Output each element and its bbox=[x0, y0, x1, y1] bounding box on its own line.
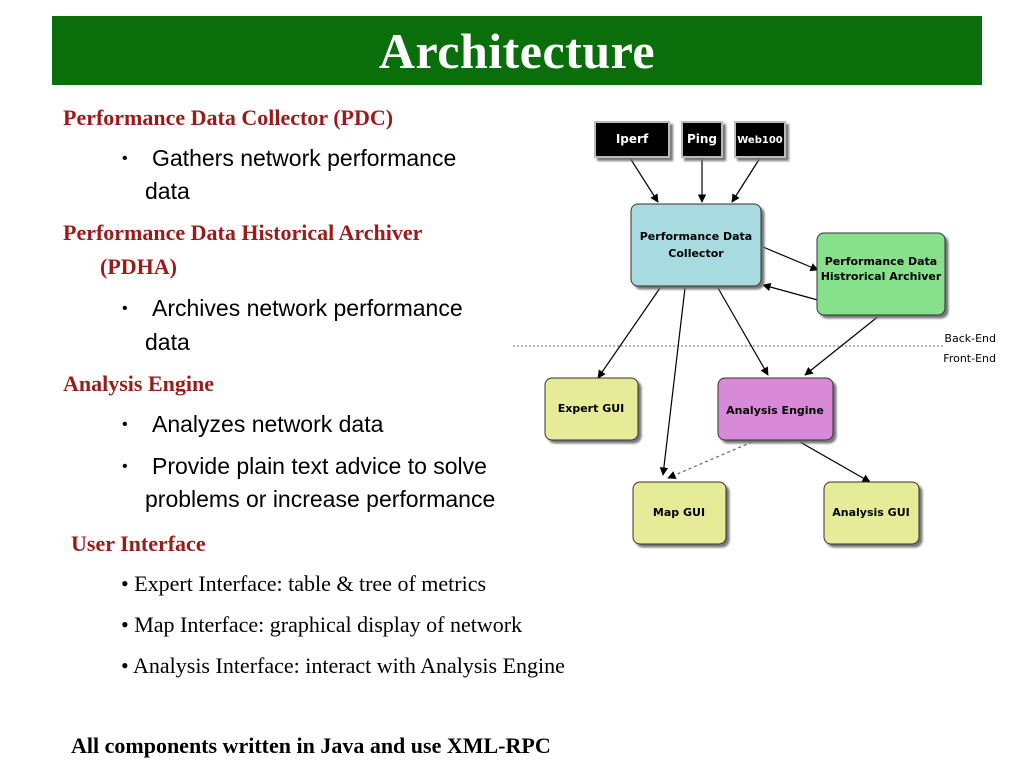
node-analysis-gui: Analysis GUI bbox=[823, 481, 920, 545]
analysis-bullet-2: • Provide plain text advice to solve bbox=[122, 450, 487, 483]
node-iperf: Iperf bbox=[594, 121, 670, 158]
pdc-heading: Performance Data Collector (PDC) bbox=[63, 105, 394, 130]
arrow-engine-to-analysis-gui bbox=[799, 441, 871, 483]
bullet-dot: • bbox=[122, 300, 128, 317]
architecture-diagram: Back-End Front-End Iperf Ping Web100 Per… bbox=[513, 121, 996, 545]
node-analysis-engine: Analysis Engine bbox=[717, 377, 834, 441]
arrow-pdha-to-pdc bbox=[762, 282, 826, 303]
arrow-pdc-to-expert-gui bbox=[597, 287, 661, 379]
ui-item-map: • Map Interface: graphical display of ne… bbox=[121, 612, 523, 637]
analysis-bullet-1: • Analyzes network data bbox=[122, 408, 384, 441]
pdha-bullet: • Archives network performance bbox=[122, 292, 463, 325]
pdha-heading-line1: Performance Data Historical Archiver bbox=[63, 220, 423, 245]
arrow-web100-to-pdc bbox=[731, 157, 761, 203]
pdc-node-line1: Performance Data bbox=[640, 230, 752, 243]
node-web100: Web100 bbox=[734, 121, 786, 158]
diagram-arrows bbox=[597, 157, 881, 483]
arrow-iperf-to-pdc bbox=[629, 157, 659, 203]
back-end-label: Back-End bbox=[944, 332, 996, 345]
node-map-gui: Map GUI bbox=[632, 481, 727, 545]
pdha-node-line2: Histrorical Archiver bbox=[821, 270, 942, 283]
ui-item-expert: • Expert Interface: table & tree of metr… bbox=[121, 571, 487, 596]
expert-gui-label: Expert GUI bbox=[558, 402, 625, 415]
bullet-dot: • bbox=[122, 416, 128, 433]
map-gui-label: Map GUI bbox=[653, 506, 705, 519]
node-ping: Ping bbox=[681, 121, 723, 158]
pdha-bullet-line1: Archives network performance bbox=[152, 295, 463, 321]
ui-item-analysis: • Analysis Interface: interact with Anal… bbox=[121, 653, 565, 678]
pdc-bullet-continuation: data bbox=[145, 178, 190, 204]
arrow-pdc-to-analysis-engine bbox=[717, 287, 769, 376]
pdc-bullet: • Gathers network performance bbox=[122, 142, 457, 175]
iperf-label: Iperf bbox=[616, 132, 649, 146]
pdha-heading-line2: (PDHA) bbox=[100, 254, 177, 279]
analysis-bullet-2-text: Provide plain text advice to solve bbox=[152, 453, 487, 479]
node-historical-archiver: Performance Data Histrorical Archiver bbox=[816, 232, 946, 316]
pdha-bullet-continuation: data bbox=[145, 329, 190, 355]
analysis-engine-label: Analysis Engine bbox=[726, 404, 824, 417]
analysis-engine-heading: Analysis Engine bbox=[63, 371, 214, 396]
arrow-pdc-to-map-gui bbox=[659, 287, 686, 476]
arrow-pdha-to-analysis-engine bbox=[804, 314, 881, 376]
pdha-node-line1: Performance Data bbox=[825, 255, 937, 268]
arrow-pdc-to-pdha bbox=[762, 246, 819, 271]
arrow-engine-to-map-gui-dashed bbox=[667, 441, 753, 479]
title-bar: Architecture bbox=[52, 16, 982, 85]
bullet-dot: • bbox=[122, 458, 128, 475]
ping-label: Ping bbox=[687, 132, 717, 146]
pdc-node-line2: Collector bbox=[668, 247, 724, 260]
footer-note: All components written in Java and use X… bbox=[71, 733, 551, 758]
analysis-gui-label: Analysis GUI bbox=[832, 506, 909, 519]
user-interface-heading: User Interface bbox=[71, 531, 206, 556]
bullet-dot: • bbox=[122, 150, 128, 167]
front-end-label: Front-End bbox=[943, 352, 996, 365]
slide-title: Architecture bbox=[378, 22, 656, 79]
node-expert-gui: Expert GUI bbox=[544, 377, 639, 441]
analysis-bullet-1-text: Analyzes network data bbox=[152, 411, 384, 437]
analysis-bullet-2-continuation: problems or increase performance bbox=[145, 486, 496, 512]
web100-label: Web100 bbox=[737, 135, 783, 146]
pdc-bullet-line1: Gathers network performance bbox=[152, 145, 457, 171]
node-performance-data-collector: Performance Data Collector bbox=[630, 203, 762, 287]
